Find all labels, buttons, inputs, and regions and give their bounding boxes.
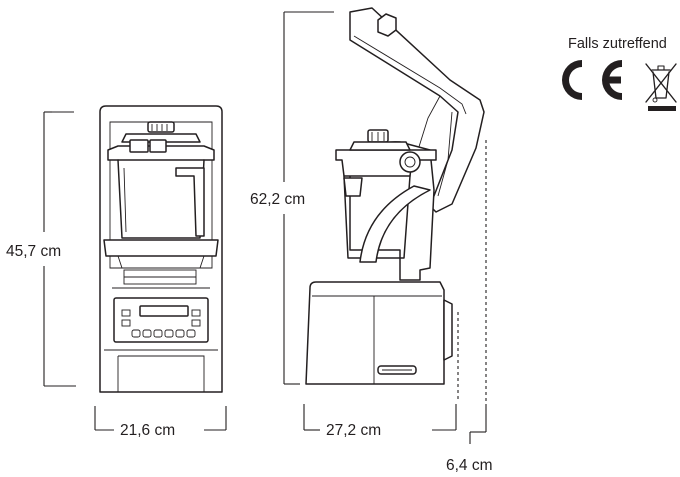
side-extra-dimension [457,140,487,444]
applicability-note: Falls zutreffend [568,36,667,52]
weee-crossed-bin-icon [645,63,677,111]
side-height-dimension [283,11,334,385]
front-view-blender [99,105,223,393]
front-height-label: 45,7 cm [6,243,61,260]
side-view-blender [305,7,485,385]
front-width-dimension [94,406,227,431]
side-height-label: 62,2 cm [250,191,305,208]
side-extra-label: 6,4 cm [446,457,493,474]
front-height-dimension [43,111,76,387]
front-width-label: 21,6 cm [120,422,175,439]
side-depth-dimension [303,404,457,431]
ce-mark [562,60,622,100]
side-depth-label: 27,2 cm [326,422,381,439]
